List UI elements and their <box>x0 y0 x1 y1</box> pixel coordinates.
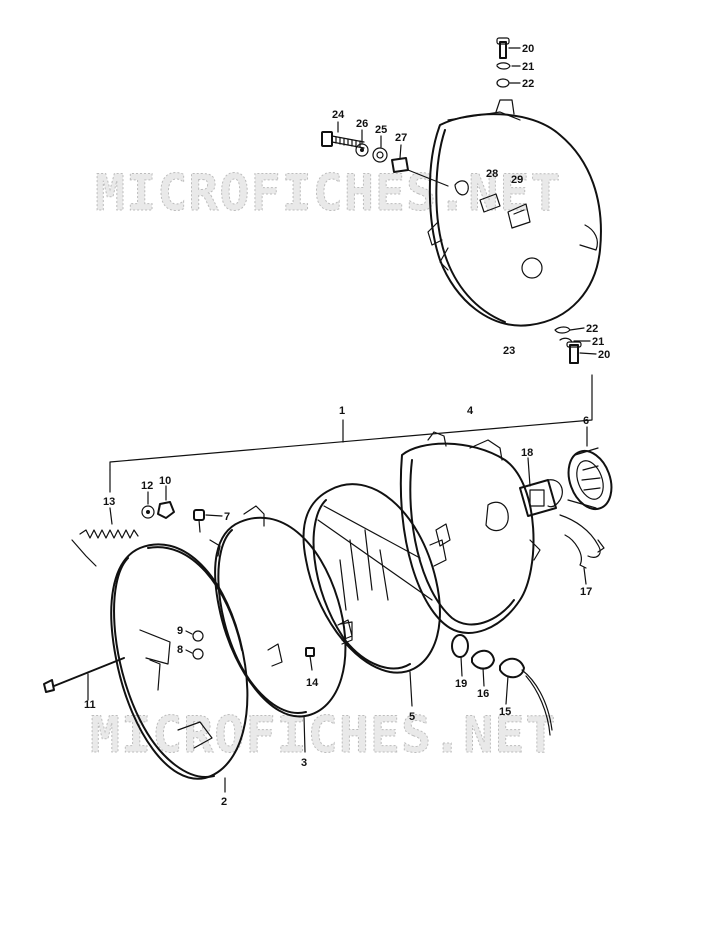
callout-10: 10 <box>159 475 171 487</box>
callout-18: 18 <box>521 447 533 459</box>
callout-14: 14 <box>306 677 319 689</box>
callout-20-bottom: 20 <box>598 349 610 361</box>
headlight-rim <box>110 539 249 793</box>
callout-labels: 20 21 22 24 26 25 27 28 29 22 21 20 23 1… <box>84 43 610 808</box>
adjusting-spring-assembly <box>71 485 175 567</box>
reflector-housing <box>399 431 541 634</box>
callout-24: 24 <box>332 109 345 121</box>
callout-22-bottom: 22 <box>586 323 598 335</box>
callout-1: 1 <box>339 405 345 417</box>
callout-26: 26 <box>356 118 368 130</box>
top-screw-assembly <box>496 37 521 88</box>
callout-12: 12 <box>141 480 153 492</box>
watermark-top: MICROFICHES.NET <box>95 164 562 222</box>
mounting-bolt-assembly <box>321 121 449 187</box>
callout-11: 11 <box>84 699 96 711</box>
callout-16: 16 <box>477 688 489 700</box>
callout-7: 7 <box>224 511 230 523</box>
assembly-bracket <box>109 374 593 493</box>
callout-22-top: 22 <box>522 78 534 90</box>
callout-27: 27 <box>395 132 407 144</box>
callout-8: 8 <box>177 644 183 656</box>
headlight-lens-unit <box>302 483 447 707</box>
headlamp-housing <box>427 99 602 327</box>
callout-17: 17 <box>580 586 592 598</box>
callout-5: 5 <box>409 711 415 723</box>
bulb-socket <box>567 426 613 511</box>
watermark-bottom: MICROFICHES.NET <box>90 706 557 764</box>
position-bulb-assembly <box>451 634 553 736</box>
callout-6: 6 <box>583 415 589 427</box>
callout-15: 15 <box>499 706 511 718</box>
callout-28: 28 <box>486 168 498 180</box>
long-adjusting-screw <box>43 657 125 701</box>
callout-25: 25 <box>375 124 387 136</box>
callout-21-bottom: 21 <box>592 336 604 348</box>
screw-7 <box>193 509 223 533</box>
mounting-ring <box>214 505 353 753</box>
callout-9: 9 <box>177 625 183 637</box>
callout-29: 29 <box>511 174 523 186</box>
callout-19: 19 <box>455 678 467 690</box>
screw-14 <box>305 647 315 671</box>
headlight-bulb <box>519 457 563 517</box>
callout-3: 3 <box>301 757 307 769</box>
callout-2: 2 <box>221 796 227 808</box>
callout-20-top: 20 <box>522 43 534 55</box>
callout-23: 23 <box>503 345 515 357</box>
callout-21-top: 21 <box>522 61 534 73</box>
callout-4: 4 <box>467 405 474 417</box>
bottom-screw-assembly <box>554 326 597 364</box>
wire-harness <box>559 514 605 585</box>
callout-13: 13 <box>103 496 115 508</box>
